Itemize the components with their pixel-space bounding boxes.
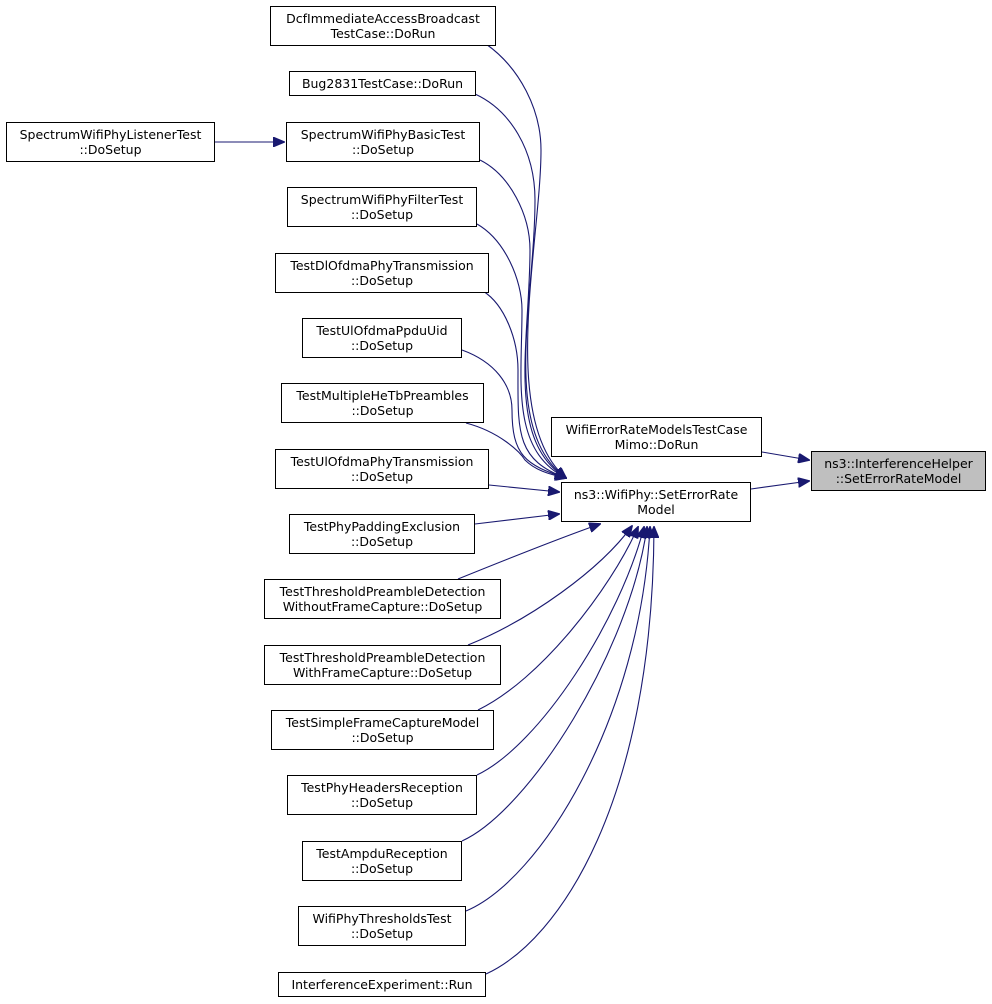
call-edge xyxy=(457,524,600,580)
node-label-line: WifiPhyThresholdsTest xyxy=(312,911,452,926)
node-label-line: WithoutFrameCapture::DoSetup xyxy=(282,599,483,614)
node-label-line: ::SetErrorRateModel xyxy=(835,471,962,486)
call-edge xyxy=(485,43,566,478)
node-wifi-error-rate-models-mimo-dorun[interactable]: WifiErrorRateModelsTestCase Mimo::DoRun xyxy=(551,417,762,457)
node-label-line: TestThresholdPreambleDetection xyxy=(279,584,486,599)
node-wifiphy-set-error-rate-model[interactable]: ns3::WifiPhy::SetErrorRate Model xyxy=(561,482,751,522)
node-label-line: TestPhyPaddingExclusion xyxy=(303,519,461,534)
node-interference-experiment-run[interactable]: InterferenceExperiment::Run xyxy=(278,972,486,997)
node-label-line: WithFrameCapture::DoSetup xyxy=(292,665,473,680)
call-edge xyxy=(477,527,638,711)
node-phy-headers-reception-dosetup[interactable]: TestPhyHeadersReception ::DoSetup xyxy=(287,775,477,815)
node-phy-padding-exclusion-dosetup[interactable]: TestPhyPaddingExclusion ::DoSetup xyxy=(289,514,475,554)
node-label-line: SpectrumWifiPhyFilterTest xyxy=(300,192,464,207)
call-edge xyxy=(479,159,566,478)
node-label-line: InterferenceExperiment::Run xyxy=(291,977,473,992)
node-label-line: ::DoSetup xyxy=(350,795,414,810)
node-label-line: Bug2831TestCase::DoRun xyxy=(301,76,464,91)
node-ampdu-reception-dosetup[interactable]: TestAmpduReception ::DoSetup xyxy=(302,841,462,881)
node-label-line: TestUlOfdmaPhyTransmission xyxy=(290,454,474,469)
node-label-line: TestMultipleHeTbPreambles xyxy=(296,388,469,403)
node-spectrum-basic-dosetup[interactable]: SpectrumWifiPhyBasicTest ::DoSetup xyxy=(286,122,480,162)
node-label-line: TestThresholdPreambleDetection xyxy=(279,650,486,665)
node-label-line: TestSimpleFrameCaptureModel xyxy=(285,715,480,730)
node-label-line: TestCase::DoRun xyxy=(330,26,436,41)
call-edge xyxy=(467,526,632,646)
call-edge xyxy=(461,349,566,478)
node-interference-helper-set-error-rate-model: ns3::InterferenceHelper ::SetErrorRateMo… xyxy=(811,451,986,491)
node-threshold-without-frame-capture-dosetup[interactable]: TestThresholdPreambleDetection WithoutFr… xyxy=(264,579,501,619)
node-label-line: TestDlOfdmaPhyTransmission xyxy=(290,258,474,273)
node-label-line: ::DoSetup xyxy=(350,469,414,484)
call-edge xyxy=(761,451,809,460)
node-label-line: ::DoSetup xyxy=(351,142,415,157)
node-label-line: ::DoSetup xyxy=(351,403,414,418)
call-edge xyxy=(750,481,809,490)
call-edge xyxy=(488,484,559,492)
node-dcf-immediate-access-dorun[interactable]: DcfImmediateAccessBroadcast TestCase::Do… xyxy=(270,6,496,46)
call-edge xyxy=(461,527,647,842)
node-label-line: ns3::WifiPhy::SetErrorRate xyxy=(573,487,739,502)
node-label-line: TestAmpduReception xyxy=(316,846,448,861)
node-label-line: ::DoSetup xyxy=(350,534,414,549)
call-edge xyxy=(482,290,566,478)
call-edge xyxy=(474,514,559,525)
call-edge xyxy=(474,93,566,478)
node-multiple-he-tb-preambles-dosetup[interactable]: TestMultipleHeTbPreambles ::DoSetup xyxy=(281,383,484,423)
node-label-line: SpectrumWifiPhyBasicTest xyxy=(300,127,466,142)
node-ul-ofdma-transmission-dosetup[interactable]: TestUlOfdmaPhyTransmission ::DoSetup xyxy=(275,449,489,489)
node-label-line: ::DoSetup xyxy=(350,926,414,941)
call-edge xyxy=(485,527,654,975)
node-label-line: TestUlOfdmaPpduUid xyxy=(316,323,448,338)
node-label-line: ::DoSetup xyxy=(350,207,414,222)
call-edge xyxy=(465,527,650,912)
node-bug2831-dorun[interactable]: Bug2831TestCase::DoRun xyxy=(289,71,476,96)
node-label-line: Mimo::DoRun xyxy=(614,437,699,452)
node-label-line: ::DoSetup xyxy=(351,730,414,745)
node-label-line: ::DoSetup xyxy=(350,861,414,876)
node-label-line: TestPhyHeadersReception xyxy=(301,780,463,795)
node-ul-ofdma-ppdu-uid-dosetup[interactable]: TestUlOfdmaPpduUid ::DoSetup xyxy=(302,318,462,358)
node-label-line: ::DoSetup xyxy=(350,338,414,353)
node-spectrum-filter-dosetup[interactable]: SpectrumWifiPhyFilterTest ::DoSetup xyxy=(287,187,477,227)
node-threshold-with-frame-capture-dosetup[interactable]: TestThresholdPreambleDetection WithFrame… xyxy=(264,645,501,685)
node-label-line: DcfImmediateAccessBroadcast xyxy=(286,11,480,26)
node-spectrum-listener-dosetup[interactable]: SpectrumWifiPhyListenerTest ::DoSetup xyxy=(6,122,215,162)
call-edge xyxy=(476,527,644,776)
node-wifiphy-thresholds-dosetup[interactable]: WifiPhyThresholdsTest ::DoSetup xyxy=(298,906,466,946)
node-label-line: ::DoSetup xyxy=(79,142,142,157)
node-simple-frame-capture-model-dosetup[interactable]: TestSimpleFrameCaptureModel ::DoSetup xyxy=(271,710,494,750)
call-edge xyxy=(465,422,566,478)
node-label-line: WifiErrorRateModelsTestCase xyxy=(565,422,748,437)
call-edge xyxy=(476,223,566,478)
node-dl-ofdma-transmission-dosetup[interactable]: TestDlOfdmaPhyTransmission ::DoSetup xyxy=(275,253,489,293)
node-label-line: SpectrumWifiPhyListenerTest xyxy=(19,127,202,142)
node-label-line: ::DoSetup xyxy=(350,273,414,288)
node-label-line: ns3::InterferenceHelper xyxy=(824,456,973,471)
node-label-line: Model xyxy=(637,502,675,517)
